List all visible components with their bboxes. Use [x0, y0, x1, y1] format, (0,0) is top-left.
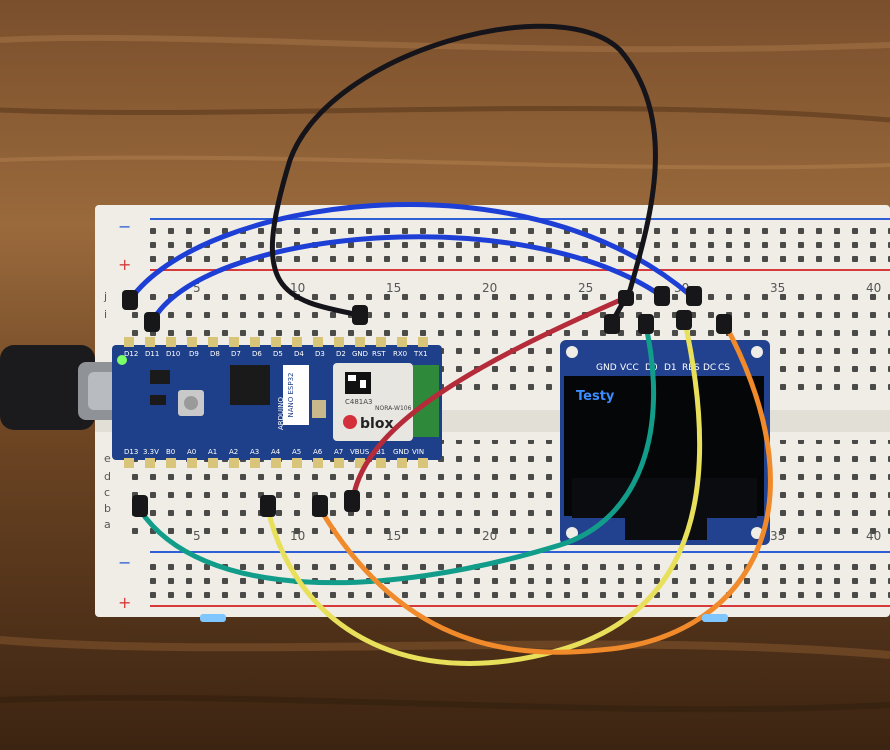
orange-wire	[319, 319, 773, 655]
row-letters: j i e d c b a	[103, 290, 111, 531]
svg-text:e: e	[104, 452, 111, 465]
pin-label-bottom: A3	[250, 448, 259, 456]
jumper-wires	[127, 23, 773, 666]
svg-text:5: 5	[193, 529, 201, 543]
pin-label-bottom: A0	[187, 448, 196, 456]
pin-label-top: D9	[189, 350, 199, 358]
svg-text:5: 5	[193, 281, 201, 295]
svg-text:d: d	[104, 470, 111, 483]
pin-label-bottom: B1	[376, 448, 385, 456]
pin-label-top: D4	[294, 350, 304, 358]
pin-label-top: D5	[273, 350, 283, 358]
svg-text:35: 35	[770, 529, 785, 543]
top-rail-plus-label: +	[118, 255, 131, 274]
wire-connectors	[122, 286, 732, 517]
brand-label: ARDUINO	[277, 397, 285, 430]
svg-text:35: 35	[770, 281, 785, 295]
pin-label-top: D12	[124, 350, 138, 358]
top-rail-minus-label: −	[118, 217, 131, 236]
pin-label-bottom: GND	[393, 448, 409, 456]
pin-label-top: D8	[210, 350, 220, 358]
blue-wire-2	[149, 234, 663, 325]
blue-wire-1	[127, 202, 693, 303]
arduino-nano-esp32: D12 D11 D10 D9 D8 D7 D6 D5 D4 D3 D2 GND …	[112, 337, 442, 468]
svg-text:25: 25	[578, 281, 593, 295]
pin-label-bottom: A2	[229, 448, 238, 456]
svg-text:j: j	[103, 290, 107, 303]
pin-label-bottom: VBUS	[350, 448, 370, 456]
pin-label-top: RST	[372, 350, 386, 358]
pin-label-top: GND	[352, 350, 368, 358]
svg-text:20: 20	[482, 281, 497, 295]
module-small-text: NORA-W106	[375, 405, 412, 412]
svg-text:c: c	[104, 486, 110, 499]
svg-text:40: 40	[866, 529, 881, 543]
bottom-rail-plus-label: +	[118, 593, 131, 612]
svg-text:40: 40	[866, 281, 881, 295]
red-wire	[349, 295, 628, 508]
oled-screen-text: Testy	[576, 389, 615, 404]
module-brand: blox	[360, 416, 393, 432]
oled-pin-label: DC	[703, 363, 716, 373]
pin-label-top: D10	[166, 350, 180, 358]
svg-text:15: 15	[386, 529, 401, 543]
bottom-rail-minus-label: −	[118, 553, 131, 572]
oled-display: GND VCC D0 D1 RES DC CS Testy	[560, 340, 770, 545]
svg-text:10: 10	[290, 281, 305, 295]
pin-label-bottom: B0	[166, 448, 175, 456]
module-code: C481A3	[345, 398, 373, 406]
pin-label-top: D6	[252, 350, 262, 358]
black-wire	[269, 23, 658, 325]
oled-pin-label: VCC	[620, 363, 639, 373]
ublox-module: C481A3 NORA-W106 blox	[333, 363, 439, 441]
svg-text:10: 10	[290, 529, 305, 543]
pin-label-top: D7	[231, 350, 241, 358]
teal-wire	[137, 319, 657, 586]
svg-text:b: b	[104, 502, 111, 515]
power-led	[117, 355, 127, 365]
pin-label-top: D2	[336, 350, 346, 358]
pin-label-bottom: A1	[208, 448, 217, 456]
pin-label-top: D11	[145, 350, 159, 358]
pin-label-bottom: A7	[334, 448, 343, 456]
oled-pin-label: CS	[718, 363, 730, 373]
pin-label-bottom: A4	[271, 448, 281, 456]
pin-label-bottom: 3.3V	[143, 448, 159, 456]
pin-label-top: D3	[315, 350, 325, 358]
oled-pin-label: D1	[664, 363, 677, 373]
pin-label-top: TX1	[413, 350, 428, 358]
svg-text:20: 20	[482, 529, 497, 543]
svg-text:15: 15	[386, 281, 401, 295]
pin-label-bottom: D13	[124, 448, 138, 456]
chip	[230, 365, 270, 405]
oled-pin-label: GND	[596, 363, 617, 373]
board-name: NANO ESP32	[287, 373, 295, 418]
svg-text:i: i	[104, 308, 107, 321]
pin-label-bottom: A5	[292, 448, 301, 456]
pin-label-bottom: A6	[313, 448, 323, 456]
pin-label-top: RX0	[393, 350, 407, 358]
pin-label-bottom: VIN	[412, 448, 424, 456]
svg-text:a: a	[104, 518, 111, 531]
